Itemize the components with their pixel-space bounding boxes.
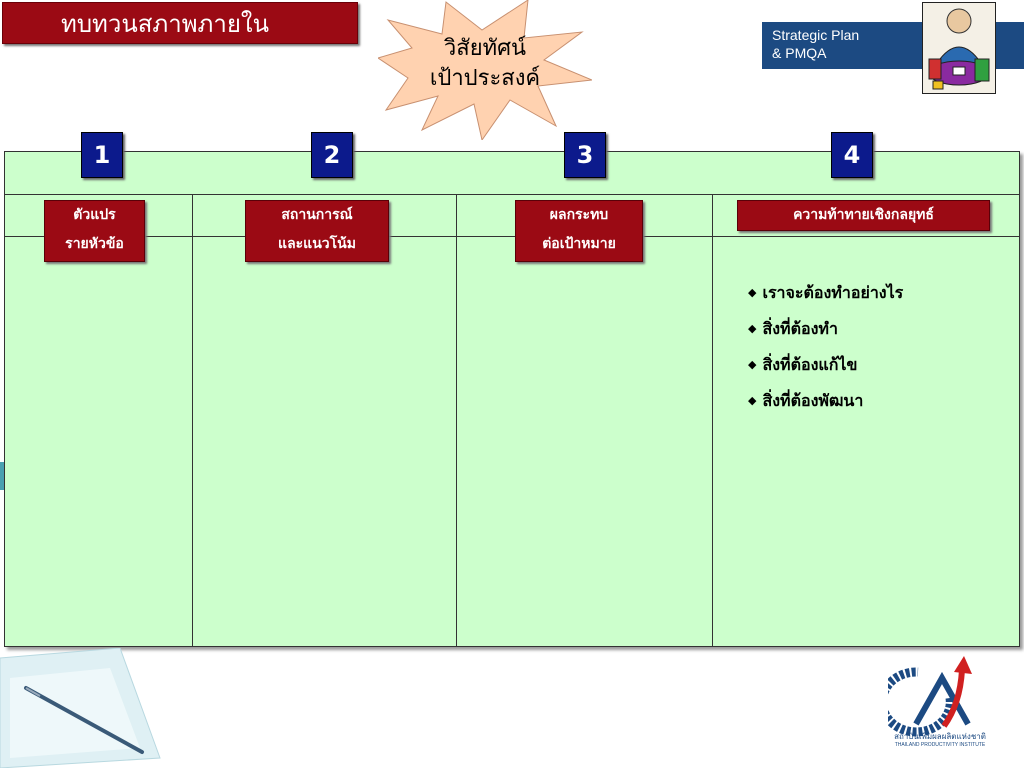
brand-line1: Strategic Plan <box>772 27 860 43</box>
column-divider-1 <box>192 194 193 646</box>
list-item: ◆ สิ่งที่ต้องทำ <box>748 316 903 352</box>
paper-pen-decoration <box>0 648 161 768</box>
starburst-shape <box>378 0 592 140</box>
starburst-line1: วิสัยทัศน์ <box>443 36 527 61</box>
table-subheader-divider <box>5 236 1019 237</box>
starburst-text: วิสัยทัศน์ เป้าประสงค์ <box>378 34 592 94</box>
diamond-bullet-icon: ◆ <box>748 286 757 299</box>
column-header-2-line1: สถานการณ์ <box>281 207 353 223</box>
diamond-bullet-icon: ◆ <box>748 358 757 371</box>
column-header-1-line1: ตัวแปร <box>73 207 116 223</box>
diamond-bullet-icon: ◆ <box>748 394 757 407</box>
tpi-logo-icon <box>888 656 972 737</box>
list-item-text: สิ่งที่ต้องแก้ไข <box>762 355 858 374</box>
challenge-bullet-list: ◆ เราจะต้องทำอย่างไร ◆ สิ่งที่ต้องทำ ◆ สิ่ง… <box>748 280 903 424</box>
column-number-3: 3 <box>564 132 606 178</box>
starburst-line2: เป้าประสงค์ <box>429 66 541 91</box>
list-item-text: สิ่งที่ต้องพัฒนา <box>762 391 864 410</box>
logo-caption: สถาบันเพิ่มผลผลิตแห่งชาติ THAILAND PRODU… <box>886 732 994 750</box>
column-header-3: ผลกระทบ ต่อเป้าหมาย <box>515 200 643 262</box>
column-header-3-line1: ผลกระทบ <box>549 207 609 223</box>
column-number-4: 4 <box>831 132 873 178</box>
slide-title: ทบทวนสภาพภายใน <box>2 2 358 44</box>
column-header-1-line2: รายหัวข้อ <box>65 236 124 252</box>
logo-thai-name: สถาบันเพิ่มผลผลิตแห่งชาติ <box>894 732 986 741</box>
list-item: ◆ เราจะต้องทำอย่างไร <box>748 280 903 316</box>
brand-line2: & PMQA <box>772 45 827 61</box>
list-item: ◆ สิ่งที่ต้องแก้ไข <box>748 352 903 388</box>
business-meeting-clipart <box>922 2 996 94</box>
side-tab-decoration <box>0 462 4 490</box>
analysis-table <box>4 151 1020 647</box>
column-header-2: สถานการณ์ และแนวโน้ม <box>245 200 389 262</box>
column-header-2-line2: และแนวโน้ม <box>278 236 356 252</box>
brand-text: Strategic Plan & PMQA <box>772 26 859 62</box>
diamond-bullet-icon: ◆ <box>748 322 757 335</box>
column-header-4-line1: ความท้าทายเชิงกลยุทธ์ <box>793 207 934 223</box>
list-item-text: สิ่งที่ต้องทำ <box>762 319 838 338</box>
logo-english-name: THAILAND PRODUCTIVITY INSTITUTE <box>894 742 986 748</box>
column-divider-3 <box>712 194 713 646</box>
column-header-3-line2: ต่อเป้าหมาย <box>542 236 616 252</box>
list-item-text: เราจะต้องทำอย่างไร <box>762 283 904 302</box>
column-header-4: ความท้าทายเชิงกลยุทธ์ <box>737 200 990 231</box>
column-number-2: 2 <box>311 132 353 178</box>
column-divider-2 <box>456 194 457 646</box>
vision-starburst: วิสัยทัศน์ เป้าประสงค์ <box>378 0 592 140</box>
clipart-illustration <box>923 3 995 93</box>
column-header-1: ตัวแปร รายหัวข้อ <box>44 200 145 262</box>
column-number-1: 1 <box>81 132 123 178</box>
list-item: ◆ สิ่งที่ต้องพัฒนา <box>748 388 903 424</box>
table-header-divider <box>5 194 1019 195</box>
